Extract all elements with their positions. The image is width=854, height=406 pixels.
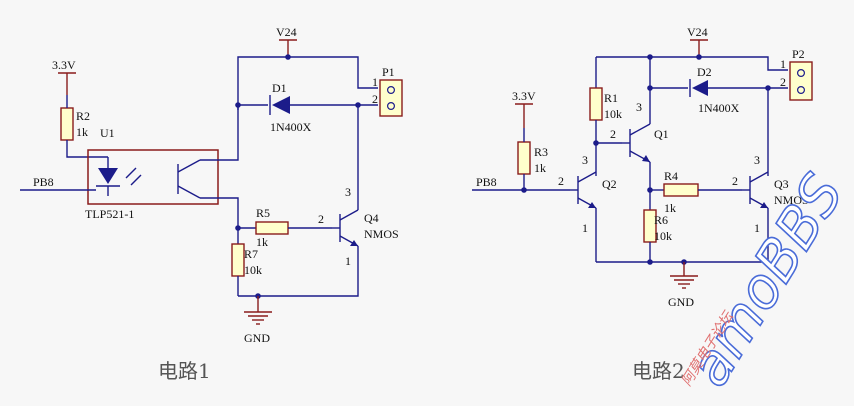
c1-d1-label: D1 [272,81,287,95]
c1-transistor-q4: Q4 NMOS [332,209,399,247]
c2-q3-pin1: 1 [754,221,760,235]
circuit-1: V24 1 2 P1 D1 1N400X 3 [20,25,403,383]
c2-resistor-r3: R3 1k [517,128,548,175]
c1-r5-value: 1k [256,235,268,249]
c1-r7-label: R7 [244,247,258,261]
c1-resistor-r2: R2 1k [60,95,90,141]
c2-r4-label: R4 [664,169,678,183]
c2-q2-label: Q2 [602,177,617,191]
c2-gnd-label: GND [668,295,694,309]
c2-r6-value: 10k [654,229,672,243]
c2-q1-label: Q1 [654,127,669,141]
c1-pb8-label: PB8 [33,175,54,189]
c2-d2-part: 1N400X [698,101,740,115]
c1-v24-label: V24 [276,25,297,39]
c1-r2-value: 1k [76,125,88,139]
c2-transistor-q3: Q3 NMOS [742,171,809,209]
c1-r7-value: 10k [244,263,262,277]
c2-diode-d2: D2 1N400X [689,65,740,115]
c2-q1-pin2: 2 [610,127,616,141]
c2-3v3-label: 3.3V [512,89,536,103]
c2-v24-power-symbol: V24 [687,25,708,56]
c2-p2-pin1-label: 1 [780,57,786,71]
c1-supply-3v3: 3.3V [52,58,76,95]
c1-q4-label: Q4 [364,211,379,225]
c1-optocoupler-u1: U1 TLP521-1 [85,126,219,221]
c1-u1-label: U1 [100,126,115,140]
c2-r1-label: R1 [604,91,618,105]
c1-p1-pin2-label: 2 [372,92,378,106]
c2-q3-pin2: 2 [732,174,738,188]
c1-resistor-r5: R5 1k [255,206,289,249]
c2-q2-pin2: 2 [558,174,564,188]
c2-r3-value: 1k [534,161,546,175]
c1-q4-pin3: 3 [345,185,351,199]
c1-q4-pin1: 1 [345,254,351,268]
c2-p2-label: P2 [792,47,805,61]
c2-transistor-q2: Q2 [570,171,617,209]
c1-q4-type: NMOS [364,227,399,241]
c2-r1-value: 10k [604,107,622,121]
c1-p1-pin1-label: 1 [372,75,378,89]
circuit-2: V24 1 2 P2 D2 1N400X R1 [472,25,813,383]
c2-pb8-label: PB8 [476,175,497,189]
c1-connector-p1: 1 2 P1 [372,65,403,117]
c1-p1-label: P1 [382,65,395,79]
c2-q3-label: Q3 [774,177,789,191]
c2-q1-pin3: 3 [636,100,642,114]
c1-q4-pin2: 2 [318,212,324,226]
c2-supply-3v3: 3.3V [512,89,536,128]
c2-q2-pin3: 3 [582,153,588,167]
c1-resistor-r7: R7 10k [231,243,262,277]
c2-resistor-r4: R4 1k [663,169,699,215]
c1-gnd-label: GND [244,331,270,345]
c2-q2-pin1: 1 [582,221,588,235]
c1-u1-part: TLP521-1 [85,207,134,221]
c1-d1-part: 1N400X [270,120,312,134]
c1-v24-power-symbol: V24 [276,25,297,56]
c2-d2-label: D2 [697,65,712,79]
c2-r3-label: R3 [534,145,548,159]
c1-r2-label: R2 [76,109,90,123]
c2-connector-p2: 1 2 P2 [780,47,813,101]
c2-q3-type: NMOS [774,193,809,207]
c2-q3-pin3: 3 [754,153,760,167]
c2-resistor-r6: R6 10k [643,209,672,243]
c1-r5-label: R5 [256,206,270,220]
c1-gnd-symbol: GND [244,296,272,345]
c2-gnd-symbol: GND [668,262,698,309]
c2-transistor-q1: Q1 [622,123,669,163]
watermark: amoBBS 阿莫电子论坛 [676,162,854,398]
c1-diode-d1: D1 1N400X [269,81,312,134]
c2-p2-pin2-label: 2 [780,75,786,89]
c2-caption: 电路2 [632,359,685,383]
c2-r4-value: 1k [664,201,676,215]
c1-3v3-label: 3.3V [52,58,76,72]
c2-r6-label: R6 [654,213,668,227]
c1-caption: 电路1 [158,359,211,383]
c2-resistor-r1: R1 10k [589,87,622,121]
c2-v24-label: V24 [687,25,708,39]
